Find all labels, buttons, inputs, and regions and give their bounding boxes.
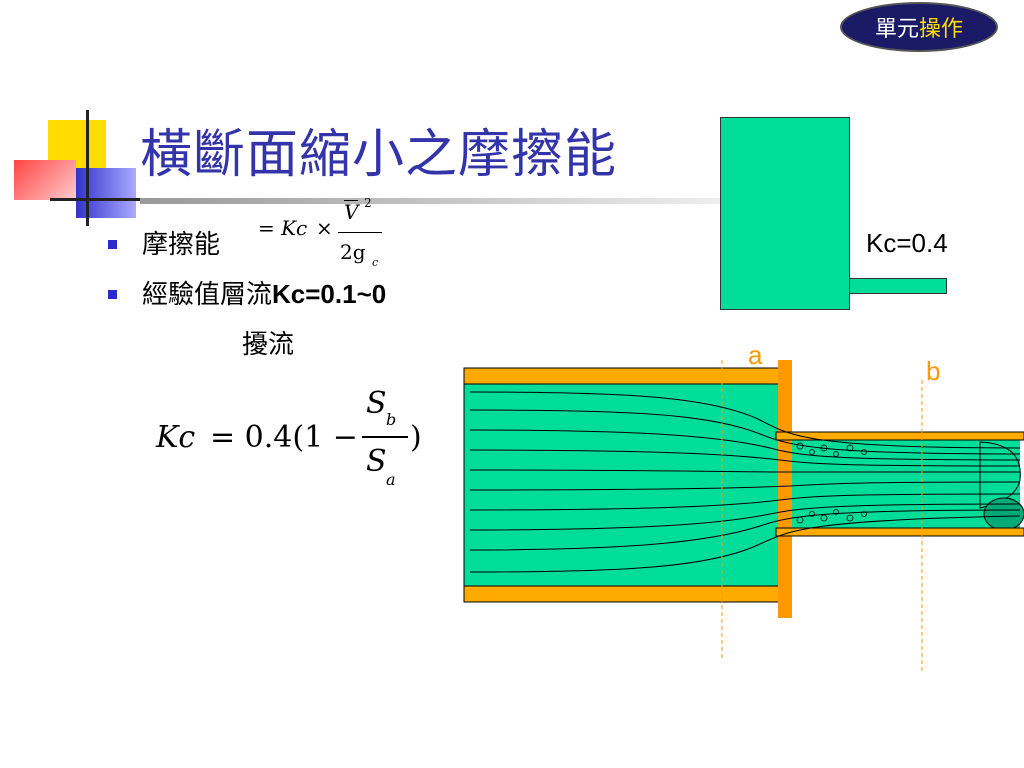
contraction-flow-diagram — [463, 360, 1024, 674]
streamlines — [469, 391, 1021, 573]
decoration-squares — [0, 100, 140, 230]
kc-lhs: Kc — [156, 420, 196, 455]
small-pipe-bottom-wall — [775, 527, 1024, 537]
bullet-turbulent: 擾流 — [242, 330, 295, 360]
slide-title: 橫斷面縮小之摩擦能 — [140, 125, 618, 185]
formula-denominator: 2g — [340, 240, 366, 264]
kc-num-sub: b — [386, 410, 397, 429]
large-pipe-fluid — [463, 383, 789, 589]
section-a-label: a — [748, 340, 763, 370]
fraction-bar — [338, 232, 382, 233]
friction-formula: = Kc × V 2 2g c — [258, 196, 388, 274]
formula-numerator: V — [344, 200, 359, 224]
horizontal-rule — [50, 198, 140, 201]
bullet-kc-range: Kc=0.1~0 — [272, 279, 387, 309]
formula-numerator-sup: 2 — [364, 196, 372, 210]
kc-fraction-bar — [362, 436, 408, 438]
bullet-marker — [108, 240, 117, 249]
section-b-label: b — [926, 356, 941, 386]
kc-mid: = 0.4(1 − — [210, 420, 358, 455]
vertical-rule — [86, 110, 89, 226]
red-square — [14, 160, 76, 200]
formula-denominator-sub: c — [372, 256, 379, 269]
v-bar — [344, 200, 358, 201]
title-underline — [140, 198, 720, 204]
eddy-bubbles — [796, 442, 867, 524]
formula-lhs: = Kc — [258, 216, 308, 240]
blue-square — [76, 168, 136, 218]
unit-label-b: 操作 — [919, 17, 964, 42]
kc-num: S — [366, 386, 387, 421]
bullet-friction-energy: 摩擦能 — [142, 230, 221, 260]
large-pipe-top-wall — [463, 367, 789, 385]
bullet-empirical-values: 經驗值層流Kc=0.1~0 — [142, 274, 386, 311]
kc-den: S — [366, 444, 387, 479]
kc-value-label: Kc=0.4 — [866, 228, 948, 258]
large-pipe-bottom-wall — [463, 585, 789, 603]
jet-droplet — [983, 497, 1024, 531]
small-tank — [720, 117, 850, 310]
bullet-marker — [108, 290, 117, 299]
step-wall — [778, 360, 792, 618]
kc-den-sub: a — [386, 470, 396, 489]
bullet-empirical-text: 經驗值層流 — [142, 280, 273, 310]
small-pipe-top-wall — [775, 431, 1024, 441]
formula-times: × — [316, 216, 333, 240]
kc-close: ) — [410, 420, 422, 455]
small-outlet-pipe — [849, 278, 947, 294]
unit-operation-button[interactable]: 單元操作 — [842, 4, 996, 50]
unit-label-a: 單元 — [874, 17, 919, 42]
kc-formula: Kc = 0.4(1 − S b S a ) — [156, 386, 436, 496]
